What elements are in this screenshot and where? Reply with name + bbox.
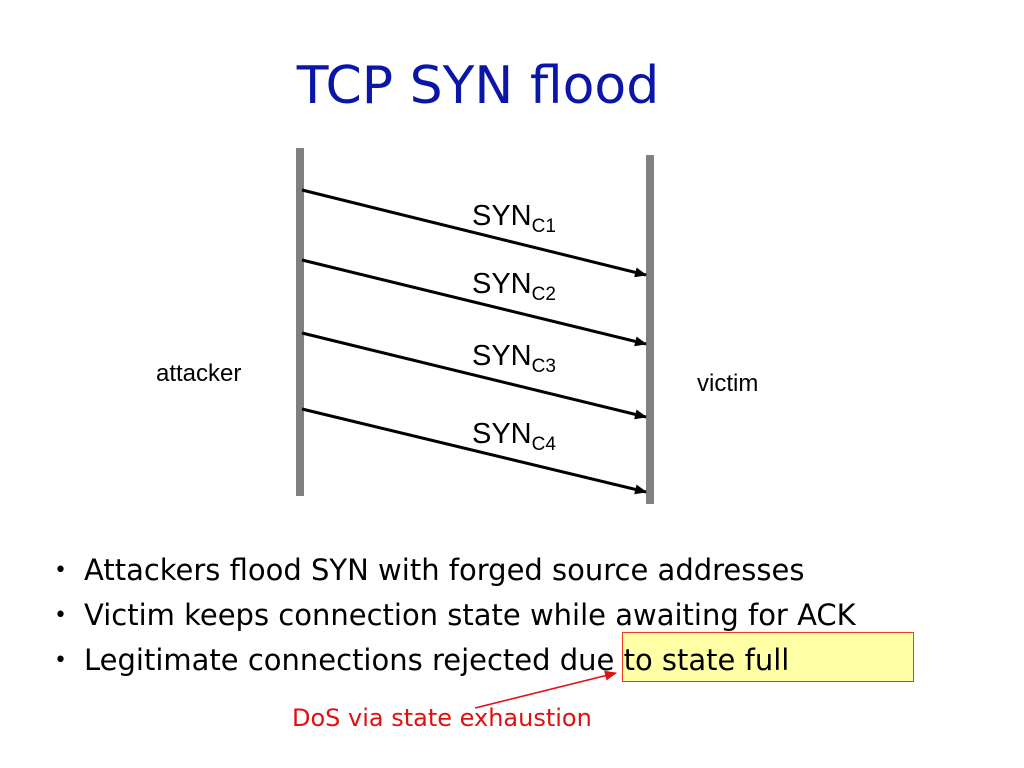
slide-title: TCP SYN flood	[296, 56, 660, 116]
syn-label-1: SYNC1	[472, 200, 556, 237]
syn-arrow-2	[301, 258, 647, 347]
attacker-label: attacker	[156, 360, 242, 387]
syn-arrow-3	[301, 331, 647, 420]
syn-label-4: SYNC4	[472, 418, 556, 455]
bullet-marker: •	[54, 558, 67, 583]
bullet-list: •Attackers flood SYN with forged source …	[54, 548, 856, 683]
highlight-box	[622, 632, 914, 682]
syn-label-3: SYNC3	[472, 340, 556, 377]
bullet-item: •Victim keeps connection state while awa…	[54, 593, 856, 638]
syn-label-2: SYNC2	[472, 268, 556, 305]
bullet-marker: •	[54, 648, 67, 673]
dos-annotation: DoS via state exhaustion	[292, 704, 592, 732]
victim-label: victim	[697, 370, 759, 397]
bullet-marker: •	[54, 603, 67, 628]
bullet-item: •Attackers flood SYN with forged source …	[54, 548, 856, 593]
annotation-arrow	[474, 670, 617, 709]
syn-arrow-1	[301, 188, 647, 278]
bullet-item: •Legitimate connections rejected due to …	[54, 638, 856, 683]
syn-arrow-4	[301, 407, 647, 495]
